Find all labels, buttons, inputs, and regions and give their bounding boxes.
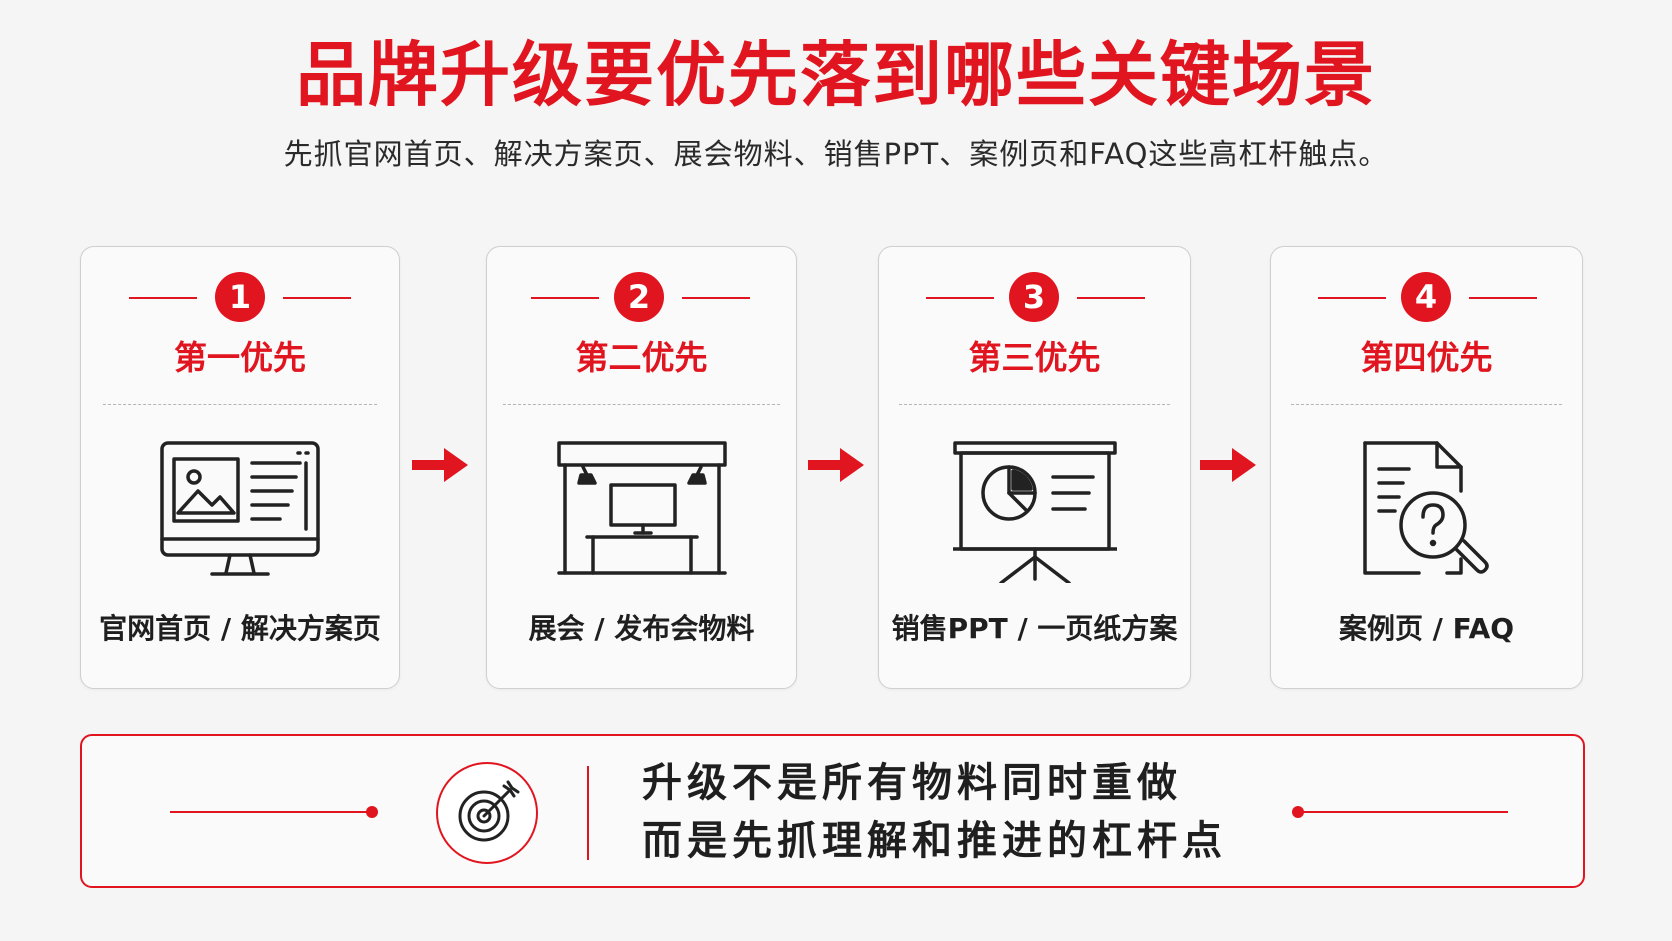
presentation-screen-icon (953, 441, 1117, 583)
priority-card-2: 2 第二优先 展会 / 发布会物料 (486, 246, 797, 689)
summary-text: 升级不是所有物料同时重做 而是先抓理解和推进的杠杆点 (642, 754, 1227, 870)
decor-line-right (1298, 811, 1508, 813)
target-arrow-icon (458, 780, 520, 842)
number-badge: 4 (1401, 272, 1451, 322)
dashed-divider (103, 404, 377, 405)
header-line-right (682, 297, 750, 299)
card-label: 案例页 / FAQ (1338, 612, 1515, 645)
dashed-divider (503, 404, 780, 405)
number-badge: 2 (614, 272, 664, 322)
priority-card-1: 1 第一优先 官网首页 / 解决方案页 (80, 246, 400, 689)
priority-card-4: 4 第四优先 案例页 / FAQ (1270, 246, 1583, 689)
exhibition-booth-icon (557, 441, 727, 575)
header-line-left (1318, 297, 1386, 299)
page-title: 品牌升级要优先落到哪些关键场景 (296, 34, 1376, 116)
card-label: 展会 / 发布会物料 (528, 612, 755, 645)
header-line-left (531, 297, 599, 299)
header-line-left (926, 297, 994, 299)
header-line-right (1077, 297, 1145, 299)
priority-label: 第一优先 (174, 338, 306, 377)
priority-label: 第三优先 (968, 338, 1101, 377)
number-badge: 1 (215, 272, 265, 322)
header-line-right (1469, 297, 1537, 299)
priority-card-3: 3 第三优先 销售PPT / 一页纸方案 (878, 246, 1191, 689)
priority-label: 第四优先 (1360, 338, 1493, 377)
flow-arrow-icon (808, 448, 864, 482)
document-search-icon (1363, 441, 1489, 575)
flow-arrow-icon (412, 448, 468, 482)
number-badge: 3 (1009, 272, 1059, 322)
page-subtitle: 先抓官网首页、解决方案页、展会物料、销售PPT、案例页和FAQ这些高杠杆触点。 (283, 137, 1389, 171)
card-label: 销售PPT / 一页纸方案 (891, 612, 1178, 645)
target-badge (436, 762, 538, 864)
decor-line-left (170, 811, 370, 813)
website-monitor-icon (160, 441, 320, 576)
header-line-right (283, 297, 351, 299)
summary-box: 升级不是所有物料同时重做 而是先抓理解和推进的杠杆点 (80, 734, 1585, 888)
vertical-separator (587, 766, 589, 860)
dashed-divider (899, 404, 1170, 405)
priority-label: 第二优先 (575, 338, 708, 377)
card-label: 官网首页 / 解决方案页 (99, 612, 381, 645)
summary-line-2: 而是先抓理解和推进的杠杆点 (642, 818, 1227, 864)
decor-dot-left (366, 806, 378, 818)
flow-arrow-icon (1200, 448, 1256, 482)
dashed-divider (1291, 404, 1562, 405)
summary-line-1: 升级不是所有物料同时重做 (642, 760, 1182, 806)
header-line-left (129, 297, 197, 299)
